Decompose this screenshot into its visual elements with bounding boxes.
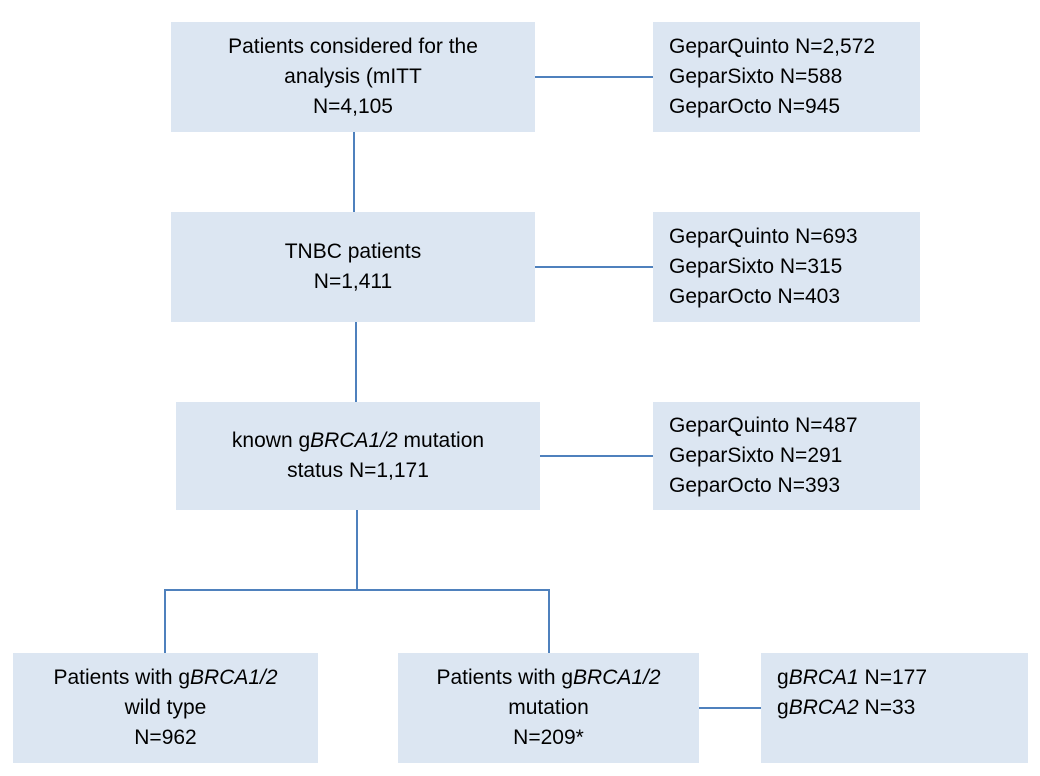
connector-known-to-breakdown xyxy=(540,455,653,457)
connector-tnbc-to-known xyxy=(355,322,357,402)
box-wild-type: Patients with gBRCA1/2 wild type N=962 xyxy=(13,653,318,763)
breakdown-line: GeparQuinto N=2,572 xyxy=(669,35,876,58)
box-known-line2: status N=1,171 xyxy=(287,459,429,482)
box-tnbc-patients: TNBC patients N=1,411 xyxy=(171,212,535,322)
breakdown-line: GeparSixto N=291 xyxy=(669,444,843,467)
text-post: N=33 xyxy=(858,696,916,719)
box-patients-considered-line3: N=4,105 xyxy=(313,95,393,118)
box-patients-considered-line2: analysis (mITT xyxy=(284,65,422,88)
box-wildtype-line2: wild type xyxy=(124,696,207,719)
text-gene-italic: BRCA1/2 xyxy=(573,666,661,689)
text-known-pre: known g xyxy=(231,429,311,452)
breakdown-line: GeparSixto N=315 xyxy=(669,255,843,278)
box-wildtype-line3: N=962 xyxy=(134,726,197,749)
box-known-breakdown: GeparQuinto N=487 GeparSixto N=291 Gepar… xyxy=(653,402,920,510)
box-mutation-breakdown: gBRCA1 N=177 gBRCA2 N=33 xyxy=(761,653,1028,763)
text-post: N=177 xyxy=(858,666,928,689)
breakdown-line: gBRCA2 N=33 xyxy=(777,693,915,723)
breakdown-line: GeparQuinto N=693 xyxy=(669,225,858,248)
breakdown-line: GeparOcto N=403 xyxy=(669,285,841,308)
box-wildtype-line1: Patients with gBRCA1/2 xyxy=(53,663,277,693)
connector-to-wildtype xyxy=(164,589,166,653)
box-tnbc-breakdown: GeparQuinto N=693 GeparSixto N=315 Gepar… xyxy=(653,212,920,322)
connector-considered-to-tnbc xyxy=(353,132,355,212)
box-tnbc-line1: TNBC patients xyxy=(284,240,422,263)
box-mutation: Patients with gBRCA1/2 mutation N=209* xyxy=(398,653,699,763)
connector-considered-to-breakdown xyxy=(535,76,653,78)
text-pre: g xyxy=(777,666,789,689)
text-mutation-pre: Patients with g xyxy=(436,666,574,689)
box-mutation-line3: N=209* xyxy=(513,726,584,749)
box-known-line1: known gBRCA1/2 mutation xyxy=(232,426,484,456)
breakdown-line: GeparOcto N=945 xyxy=(669,95,841,118)
text-wildtype-pre: Patients with g xyxy=(53,666,191,689)
breakdown-line: GeparSixto N=588 xyxy=(669,65,843,88)
box-considered-breakdown: GeparQuinto N=2,572 GeparSixto N=588 Gep… xyxy=(653,22,920,132)
connector-known-down xyxy=(356,510,358,590)
connector-mutation-to-breakdown xyxy=(699,707,761,709)
connector-tnbc-to-breakdown xyxy=(535,266,653,268)
box-known-mutation-status: known gBRCA1/2 mutation status N=1,171 xyxy=(176,402,540,510)
text-gene-italic: BRCA1/2 xyxy=(190,666,278,689)
text-gene-italic: BRCA2 xyxy=(788,696,859,719)
box-tnbc-line2: N=1,411 xyxy=(313,270,393,293)
box-patients-considered: Patients considered for the analysis (mI… xyxy=(171,22,535,132)
box-mutation-line2: mutation xyxy=(508,696,589,719)
connector-to-mutation xyxy=(548,589,550,653)
breakdown-line: GeparOcto N=393 xyxy=(669,474,841,497)
breakdown-line: GeparQuinto N=487 xyxy=(669,414,858,437)
breakdown-line: gBRCA1 N=177 xyxy=(777,663,927,693)
connector-split-horizontal xyxy=(164,589,550,591)
box-patients-considered-line1: Patients considered for the xyxy=(228,35,478,58)
text-gene-italic: BRCA1 xyxy=(788,666,859,689)
text-pre: g xyxy=(777,696,789,719)
text-known-post: mutation xyxy=(397,429,485,452)
box-mutation-line1: Patients with gBRCA1/2 xyxy=(436,663,660,693)
text-gene-italic: BRCA1/2 xyxy=(310,429,398,452)
